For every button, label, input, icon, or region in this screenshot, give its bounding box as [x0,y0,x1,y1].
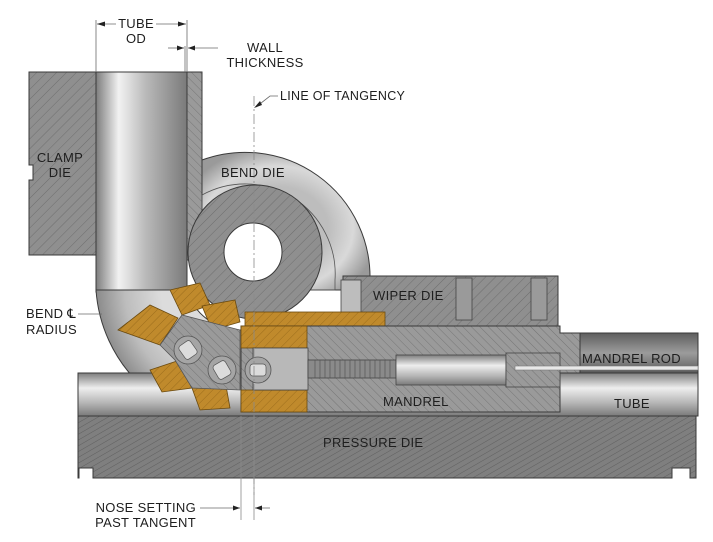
bend-die [187,151,371,320]
mandrel-rod [514,365,699,371]
mandrel-rod-label: MANDREL ROD [582,351,681,366]
nose-setting-label-line1: NOSE SETTING [96,500,196,515]
mandrel-label: MANDREL [383,394,449,409]
nose-setting-label-line2: PAST TANGENT [95,515,196,530]
clamp-die-label-line1: CLAMP [37,150,83,165]
wiper-die [244,275,559,327]
mandrel-balls [117,282,272,411]
mandrel-thread [307,359,397,379]
wall-thickness-label-line1: WALL [247,40,283,55]
tube-label: TUBE [614,396,650,411]
tube-od-label-line1: TUBE [118,16,154,31]
wiper-die-bolt [455,277,473,321]
wiper-die-label: WIPER DIE [373,288,444,303]
wall-thickness-dimension: WALL THICKNESS [168,40,303,72]
nose-setting-dimension: NOSE SETTING PAST TANGENT [95,500,270,530]
clamp-die-label-line2: DIE [49,165,72,180]
mandrel [240,325,699,413]
wall-thickness-label-line2: THICKNESS [226,55,303,70]
bend-die-label: BEND DIE [221,165,285,180]
pressure-die [77,415,697,479]
tube-od-dimension: TUBE OD [95,16,188,72]
line-of-tangency-callout: LINE OF TANGENCY [254,89,406,108]
bend-radius-label-line2: RADIUS [26,322,77,337]
bend-radius-label-line1: BEND ℄ [26,306,76,321]
bend-die-bore [223,222,283,282]
line-of-tangency-label: LINE OF TANGENCY [280,89,406,103]
mandrel-shank [395,354,507,386]
tube-od-label-line2: OD [126,31,146,46]
pressure-die-label: PRESSURE DIE [323,435,423,450]
bend-radius-callout: BEND ℄ RADIUS [26,306,102,337]
wiper-die-bolt [530,277,548,321]
